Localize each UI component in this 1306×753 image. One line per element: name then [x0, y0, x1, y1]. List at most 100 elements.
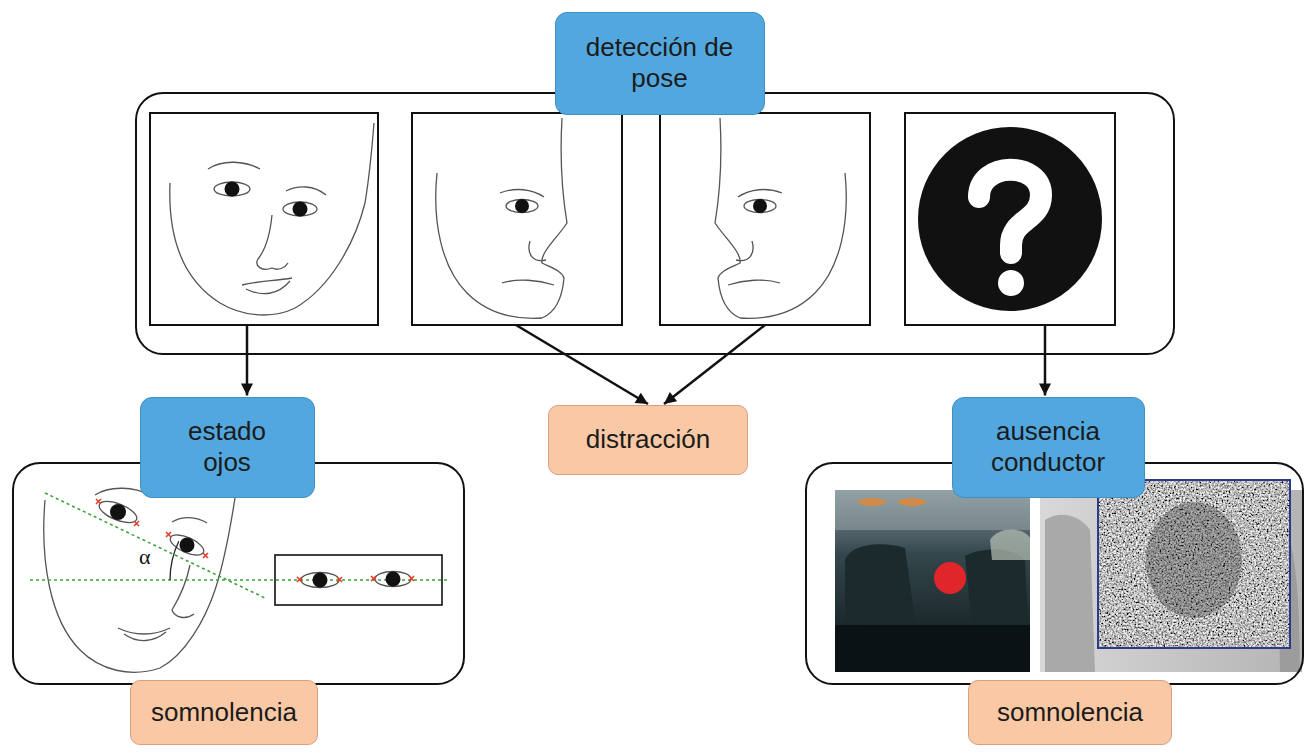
face-frontal-image: [150, 113, 378, 325]
question-icon: [979, 170, 1041, 253]
heading-box: ausencia conductor: [952, 397, 1145, 498]
face-turned-image: [542, 118, 567, 318]
eye-angle-figure: [297, 576, 414, 582]
eye-angle-figure: [375, 572, 411, 587]
face-turned-image: [500, 190, 544, 197]
depth-image-photo: [1098, 480, 1290, 648]
face-turned-image: [728, 280, 780, 285]
face-frontal-image: [225, 182, 240, 197]
node-label: detección de pose: [585, 32, 735, 94]
depth-image-photo: [1146, 502, 1242, 618]
eye-angle-figure: [96, 499, 101, 504]
car-interior-photo: [898, 498, 926, 506]
eye-angle-figure: [275, 555, 442, 605]
face-turned-image: [738, 190, 782, 197]
arrow-tail: [246, 325, 249, 355]
question-icon: [998, 270, 1024, 296]
car-interior-photo: [965, 550, 1028, 625]
face-turned-image: [715, 118, 846, 318]
process-box: distracción: [548, 405, 748, 475]
eye-angle-figure: [118, 628, 170, 634]
panel-group: detección de pose: [135, 92, 1175, 355]
eye-angle-figure: [386, 572, 401, 587]
car-interior-photo: [858, 498, 886, 506]
process-box: somnolencia: [130, 680, 318, 745]
face-turned-image: [736, 241, 753, 261]
face-frontal-image: [293, 202, 308, 217]
face-turned-image: [506, 200, 538, 213]
flow-arrow: [566, 355, 648, 404]
node-label: somnolencia: [151, 697, 297, 728]
eye-angle-figure: [124, 632, 166, 641]
face-frontal-image: [246, 281, 290, 294]
eye-angle-figure: [180, 538, 195, 553]
face-turned-image: [740, 173, 846, 318]
eye-angle-figure: [96, 497, 139, 527]
face-turned-image: [412, 113, 622, 325]
car-interior-photo: [835, 490, 1030, 672]
depth-image-photo: [1040, 480, 1302, 672]
arrow-tail: [516, 325, 566, 355]
node-label: estado ojos: [172, 416, 282, 478]
panel-group: ausencia conductor: [805, 462, 1304, 685]
node-label: somnolencia: [997, 697, 1143, 728]
process-box: somnolencia: [968, 680, 1172, 745]
eye-angle-figure: [45, 493, 265, 598]
depth-image-photo: [1098, 480, 1290, 648]
eye-angle-figure: [30, 579, 448, 581]
eye-angle-figure: [110, 504, 126, 520]
arrow-tail: [1044, 325, 1047, 355]
face-frontal-image: [170, 123, 374, 315]
face-turned-image: [412, 113, 622, 325]
eye-angle-figure: [371, 576, 376, 581]
eye-angle-figure: [297, 577, 302, 582]
arrow-tail: [727, 325, 765, 355]
face-turned-image: [436, 173, 542, 318]
node-label: ausencia conductor: [973, 416, 1123, 478]
eye-angle-figure: [170, 541, 179, 580]
eye-angle-figure: [409, 576, 414, 581]
car-interior-photo: [934, 562, 966, 594]
eye-angle-figure: [337, 577, 342, 582]
face-turned-image: [744, 200, 776, 213]
angle-label: α: [137, 545, 153, 569]
panel-group: estado ojos: [12, 462, 465, 685]
face-frontal-image: [257, 215, 288, 269]
car-interior-photo: [835, 490, 1030, 672]
face-turned-image: [715, 118, 740, 318]
eye-angle-figure: [203, 553, 208, 558]
face-frontal-image: [283, 202, 317, 216]
face-frontal-image: [286, 187, 326, 195]
face-turned-image: [660, 113, 870, 325]
eye-angle-figure: [134, 521, 139, 526]
car-interior-photo: [835, 625, 1030, 672]
heading-box: estado ojos: [140, 397, 315, 498]
face-frontal-image: [150, 113, 378, 325]
face-turned-image: [529, 241, 546, 261]
face-turned-image: [502, 280, 554, 285]
question-icon: [905, 113, 1115, 325]
car-interior-photo: [845, 544, 915, 625]
face-frontal-image: [242, 278, 292, 285]
flow-arrow: [1044, 355, 1047, 396]
face-turned-image: [515, 199, 529, 213]
eye-angle-figure: [172, 518, 207, 523]
eye-angle-figure: [172, 565, 194, 617]
heading-box: detección de pose: [555, 12, 765, 115]
question-icon: [905, 113, 1115, 325]
eye-angle-figure: [301, 573, 339, 588]
eye-angle-figure: [313, 573, 328, 588]
flow-arrow: [664, 355, 727, 404]
node-label: distracción: [586, 424, 710, 455]
eye-angle-figure: [166, 532, 171, 537]
eye-angle-figure: [30, 478, 448, 672]
face-turned-image: [753, 199, 767, 213]
flow-arrow: [246, 355, 249, 396]
face-frontal-image: [214, 182, 250, 196]
depth-image-photo: [1045, 515, 1095, 672]
car-interior-photo: [990, 530, 1030, 560]
face-turned-image: [660, 113, 870, 325]
question-icon: [918, 127, 1102, 311]
